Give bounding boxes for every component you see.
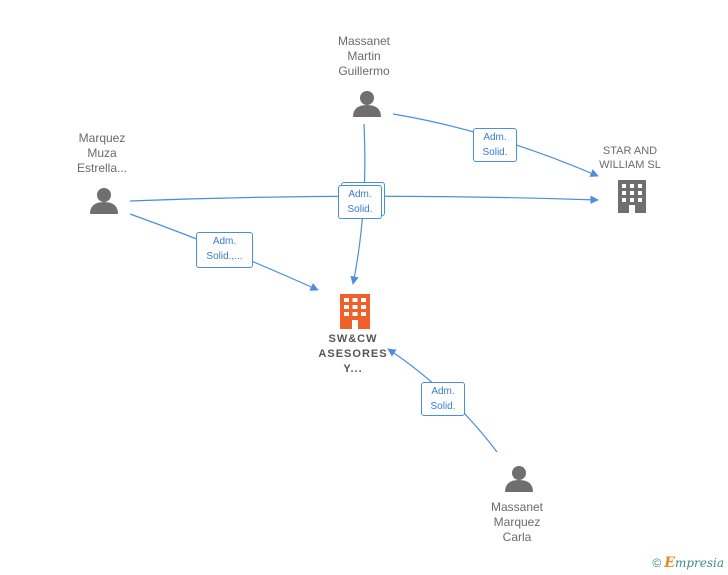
edge-label-line: Adm.: [483, 132, 507, 143]
edge-label-marquez-muza-to-swcw[interactable]: Adm. Solid.,...: [196, 232, 253, 268]
edge-label-line: Adm.: [212, 236, 237, 247]
building-icon[interactable]: [618, 180, 646, 213]
edge-label-line: Solid.,...: [206, 251, 243, 262]
node-label-marquez-muza[interactable]: Marquez Muza Estrella...: [77, 131, 127, 176]
label-line: Muza: [87, 146, 117, 160]
copyright-icon: ©: [652, 556, 662, 570]
label-line: Y...: [343, 363, 363, 375]
label-line: Marquez: [78, 131, 126, 145]
brand-logo: Empresia: [664, 555, 724, 571]
label-line: Marquez: [493, 515, 541, 529]
label-line: STAR AND: [602, 145, 658, 157]
person-icon[interactable]: [90, 188, 118, 214]
label-line: Estrella...: [76, 161, 128, 175]
building-icon[interactable]: [340, 294, 370, 329]
edge-label-line: Solid.: [482, 147, 508, 158]
label-line: Guillermo: [338, 64, 390, 78]
node-label-massanet-marquez[interactable]: Massanet Marquez Carla: [491, 500, 543, 545]
node-label-massanet-martin[interactable]: Massanet Martin Guillermo: [338, 34, 390, 79]
label-line: Carla: [502, 530, 532, 544]
edge-label-line: Adm.: [348, 189, 372, 200]
brand-initial: E: [664, 555, 675, 571]
label-line: SW&CW: [328, 333, 378, 345]
label-line: Martin: [347, 49, 381, 63]
edge-label-line: Adm.: [431, 386, 455, 397]
node-label-swcw[interactable]: SW&CW ASESORES Y...: [318, 332, 387, 377]
edge-label-massanet-martin-to-star-william[interactable]: Adm. Solid.: [473, 128, 517, 162]
label-line: Massanet: [337, 34, 391, 48]
footer-brand: © Empresia: [652, 555, 724, 571]
edge-label-massanet-martin-to-swcw[interactable]: Adm. Solid.: [338, 185, 382, 219]
brand-name: mpresia: [674, 556, 724, 570]
person-icon[interactable]: [505, 466, 533, 492]
label-line: WILLIAM SL: [599, 159, 661, 171]
label-line: Massanet: [490, 500, 544, 514]
node-label-star-william[interactable]: STAR AND WILLIAM SL: [599, 144, 661, 172]
edge-label-line: Solid.: [347, 204, 373, 215]
person-icon[interactable]: [353, 91, 381, 117]
edge-label-line: Solid.: [430, 401, 456, 412]
label-line: ASESORES: [318, 348, 388, 360]
edge-label-massanet-marquez-to-swcw[interactable]: Adm. Solid.: [421, 382, 465, 416]
